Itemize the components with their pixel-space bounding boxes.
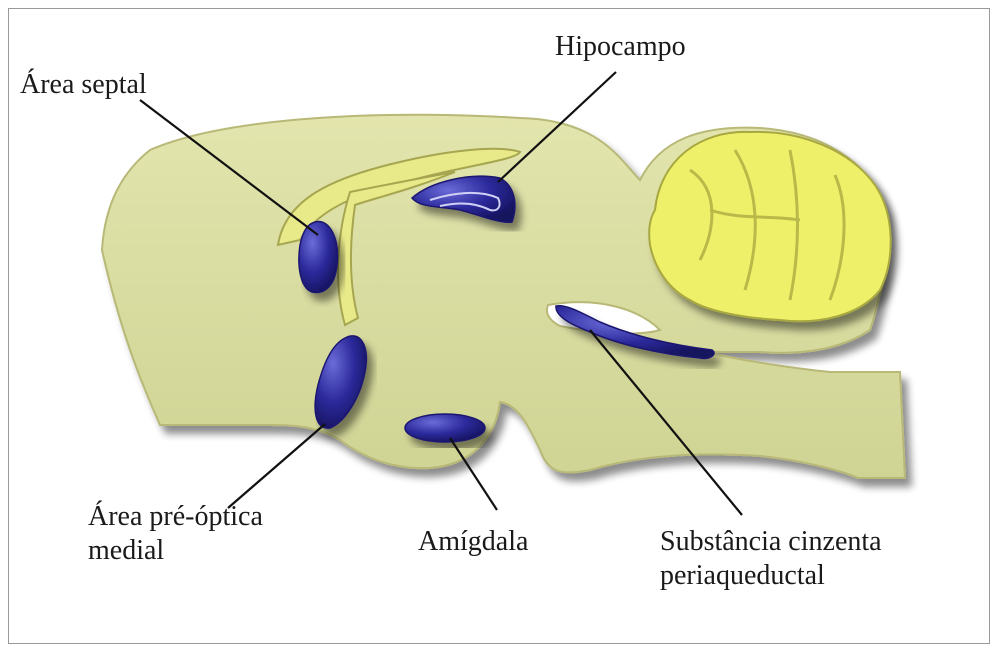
label-hipocampo: Hipocampo xyxy=(555,30,686,64)
septal-area-structure xyxy=(299,222,338,293)
label-area-preoptica-medial: Área pré-óptica medial xyxy=(88,500,263,568)
amygdala-structure xyxy=(405,414,485,442)
label-area-septal: Área septal xyxy=(20,68,147,102)
cerebellum xyxy=(649,132,890,321)
label-substancia-line1: Substância cinzenta xyxy=(660,525,882,559)
label-substancia-cinzenta: Substância cinzenta periaqueductal xyxy=(660,525,882,593)
label-substancia-line2: periaqueductal xyxy=(660,559,882,593)
leader-preoptica xyxy=(228,424,325,508)
label-amigdala: Amígdala xyxy=(418,525,528,559)
label-area-preoptica-line1: Área pré-óptica xyxy=(88,500,263,534)
label-area-preoptica-line2: medial xyxy=(88,534,263,568)
